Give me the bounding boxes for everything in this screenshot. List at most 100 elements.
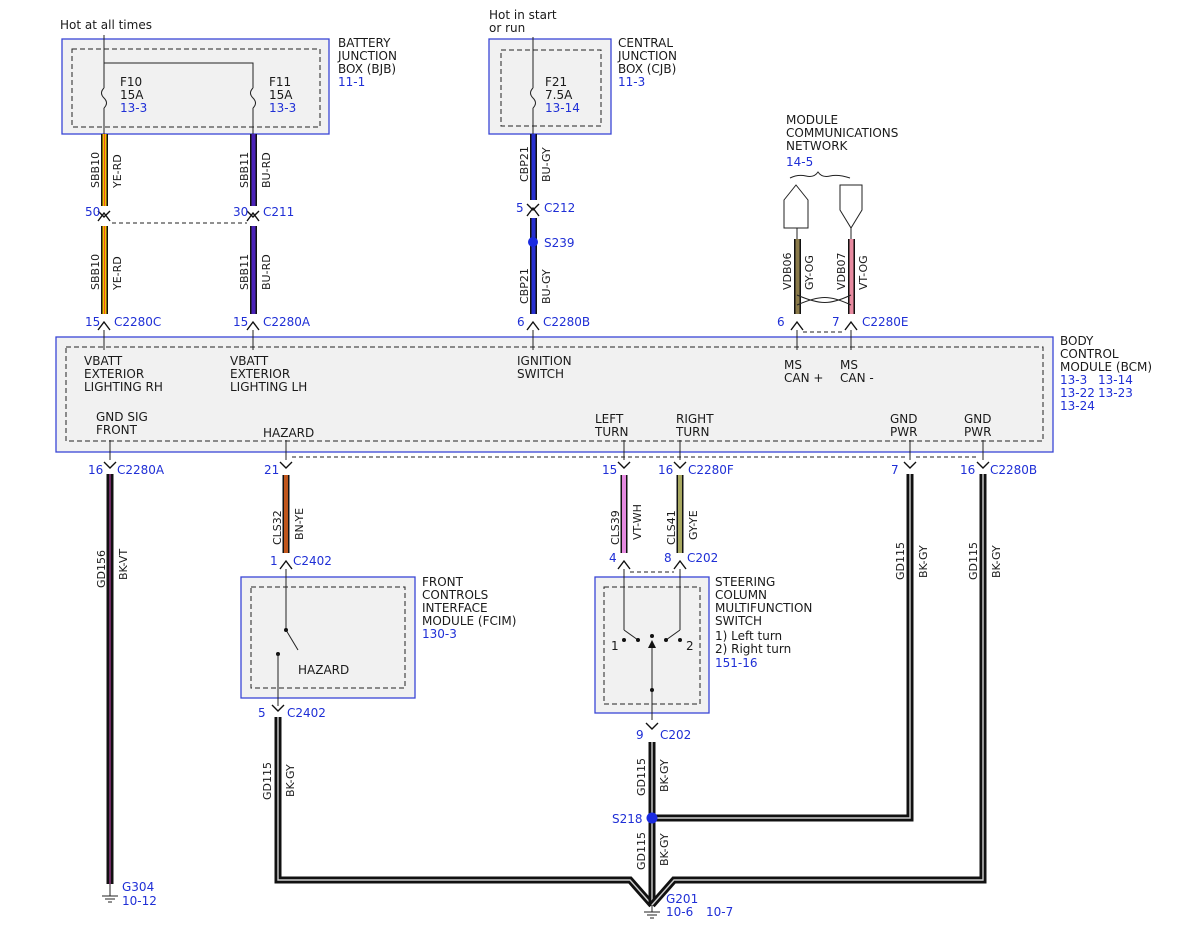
battery-junction-box: BATTERY JUNCTION BOX (BJB) 11-1 xyxy=(61,36,397,135)
wire-cls41 xyxy=(678,475,682,553)
connector-c2280f-symbol xyxy=(673,461,687,469)
fuse-f11-ref: 13-3 xyxy=(269,101,296,115)
connector-c2280a-bot-pin: 16 xyxy=(88,463,103,477)
ground-g201-ref-2: 10-7 xyxy=(706,905,733,919)
bcm-pin-right-turn-1: RIGHT xyxy=(676,412,714,426)
front-controls-interface-module: FRONT CONTROLS INTERFACE MODULE (FCIM) 1… xyxy=(240,575,516,699)
connector-gnd-pwr-1-pin: 7 xyxy=(891,463,899,477)
connector-c202-a-symbol xyxy=(617,559,631,570)
scms-left-contact xyxy=(636,638,640,642)
wire-color-cls32: BN-YE xyxy=(293,508,306,540)
scms-pos-1: 1 xyxy=(611,639,619,653)
fcim-label-1: FRONT xyxy=(422,575,464,589)
connector-c2280b-top-symbol xyxy=(526,320,540,331)
connector-c202-bot-pin: 9 xyxy=(636,728,644,742)
wire-label-sbb11-upper: SBB11 xyxy=(238,152,251,188)
wire-color-gd115-scms-lower: BK-GY xyxy=(658,833,671,866)
connector-c212-symbol-2 xyxy=(526,203,540,211)
connector-c2280e-b-pin: 7 xyxy=(832,315,840,329)
connector-c50-symbol-2 xyxy=(97,210,111,218)
connector-c2280a-top-name: C2280A xyxy=(263,315,311,329)
bcm-pin-gnd-pwr-2a: GND xyxy=(964,412,992,426)
scms-right-pivot xyxy=(678,638,682,642)
bcm-pin-left-turn-2: TURN xyxy=(594,425,628,439)
scms-common-contact xyxy=(650,634,654,638)
fuse-f11-symbol xyxy=(250,87,256,109)
hot-at-all-times-label: Hot at all times xyxy=(60,18,152,32)
connector-hazard-pin: 21 xyxy=(264,463,279,477)
wire-color-vdb07: VT-OG xyxy=(857,255,870,290)
steering-column-multifunction-switch: STEERING COLUMN MULTIFUNCTION SWITCH 1) … xyxy=(594,575,812,714)
ground-g304-name: G304 xyxy=(122,880,154,894)
scms-ref: 151-16 xyxy=(715,656,758,670)
scms-common-arrow xyxy=(648,640,656,648)
mcn-brace xyxy=(789,171,851,179)
wire-color-sbb11-upper: BU-RD xyxy=(260,152,273,188)
hazard-switch-pivot xyxy=(284,628,288,632)
connector-c2280a-bot-name: C2280A xyxy=(117,463,165,477)
cjb-outline xyxy=(488,38,612,135)
bcm-pin-gnd-sig-2: FRONT xyxy=(96,423,138,437)
fcim-label-3: INTERFACE xyxy=(422,601,488,615)
scms-right-blade xyxy=(665,629,681,641)
bcm-pin-hazard: HAZARD xyxy=(263,426,314,440)
bcm-pin-right-turn-2: TURN xyxy=(675,425,709,439)
connector-c2280c-pin: 15 xyxy=(85,315,100,329)
bcm-ref-2: 13-14 xyxy=(1098,373,1133,387)
wire-cbp21-upper xyxy=(531,134,536,200)
mcn-ref: 14-5 xyxy=(786,155,813,169)
bcm-pin-gnd-pwr-1a: GND xyxy=(890,412,918,426)
bcm-pin-gnd-pwr-1b: PWR xyxy=(890,425,917,439)
bcm-pin-gnd-pwr-2b: PWR xyxy=(964,425,991,439)
scms-right-contact xyxy=(664,638,668,642)
connector-c2280b-top-name: C2280B xyxy=(543,315,590,329)
bjb-ref: 11-1 xyxy=(338,75,365,89)
wire-color-gd156: BK-VT xyxy=(117,549,130,580)
wire-label-gd115-gnd2: GD115 xyxy=(967,542,980,580)
cjb-label-3: BOX (CJB) xyxy=(618,62,676,76)
bcm-pin-ms-can-plus-2: CAN + xyxy=(784,371,823,385)
scms-label-5: 1) Left turn xyxy=(715,629,782,643)
bcm-inner-outline xyxy=(65,346,1044,442)
connector-left-turn-pin: 15 xyxy=(602,463,617,477)
bcm-pin-vbatt-rh-3: LIGHTING RH xyxy=(84,380,163,394)
connector-c2402-bot-name: C2402 xyxy=(287,706,326,720)
bcm-label-2: CONTROL xyxy=(1060,347,1119,361)
connector-c2280b-bot-name: C2280B xyxy=(990,463,1037,477)
scms-label-2: COLUMN xyxy=(715,588,767,602)
wire-color-vdb06: GY-OG xyxy=(803,255,816,290)
fuse-f10-rating: 15A xyxy=(120,88,144,102)
wire-color-sbb10-lower: YE-RD xyxy=(111,256,124,291)
bcm-pin-vbatt-lh-3: LIGHTING LH xyxy=(230,380,307,394)
connector-c2280c-name: C2280C xyxy=(114,315,161,329)
bcm-pin-ms-can-plus-1: MS xyxy=(784,358,802,372)
connector-c2280f-name: C2280F xyxy=(688,463,734,477)
scms-label-3: MULTIFUNCTION xyxy=(715,601,812,615)
bcm-pin-ms-can-minus-1: MS xyxy=(840,358,858,372)
bcm-label-3: MODULE (BCM) xyxy=(1060,360,1152,374)
fuse-f21-rating: 7.5A xyxy=(545,88,573,102)
wire-label-cbp21-upper: CBP21 xyxy=(518,146,531,182)
bcm-pin-ignition-2: SWITCH xyxy=(517,367,564,381)
wire-color-gd115-gnd1: BK-GY xyxy=(917,545,930,578)
connector-c2280a-top-symbol xyxy=(246,320,260,331)
cjb-label-2: JUNCTION xyxy=(617,49,677,63)
bcm-pin-vbatt-lh-2: EXTERIOR xyxy=(230,367,290,381)
wire-sbb11-upper xyxy=(251,134,256,206)
connector-c2280e-a-pin: 6 xyxy=(777,315,785,329)
wire-color-sbb11-lower: BU-RD xyxy=(260,254,273,290)
connector-c2280f-pin: 16 xyxy=(658,463,673,477)
wire-color-sbb10-upper: YE-RD xyxy=(111,154,124,189)
connector-c211-name: C211 xyxy=(263,205,294,219)
wire-label-sbb10-upper: SBB10 xyxy=(89,152,102,188)
cjb-ref: 11-3 xyxy=(618,75,645,89)
wire-label-sbb11-lower: SBB11 xyxy=(238,254,251,290)
wire-cls39 xyxy=(622,475,626,553)
bcm-ref-1: 13-3 xyxy=(1060,373,1087,387)
connector-c2280a-top-pin: 15 xyxy=(233,315,248,329)
wire-color-cls41: GY-YE xyxy=(687,510,700,540)
scms-left-blade xyxy=(623,629,639,641)
fuse-f21-symbol xyxy=(530,87,536,109)
ground-g201-ref-1: 10-6 xyxy=(666,905,693,919)
